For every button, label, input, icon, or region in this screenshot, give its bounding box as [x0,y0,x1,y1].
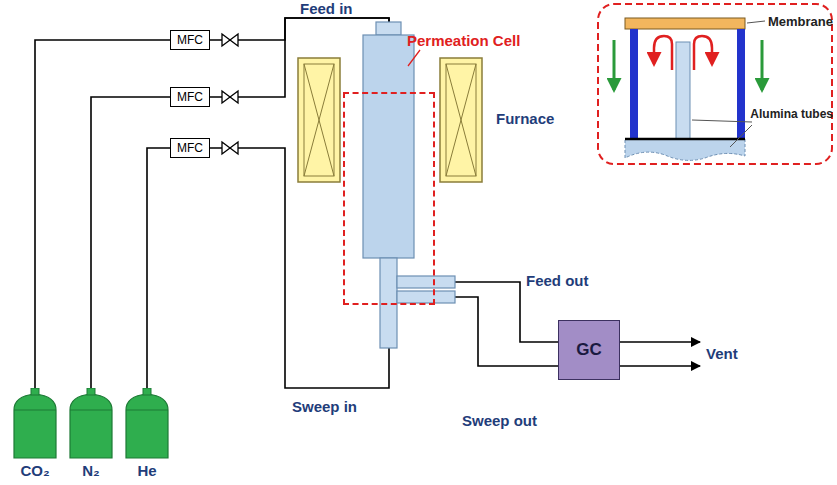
furnace-block [440,58,482,182]
cylinder-shape [126,410,168,411]
text-label: Feed out [526,272,589,289]
cylinder-shape [70,394,112,458]
cylinder-valve [87,388,95,395]
cylinder-shape [14,410,56,411]
cylinder-shape [122,388,172,460]
node-label: N₂ [82,462,100,479]
text-label: Vent [706,345,738,362]
node-label: MFC [171,141,209,155]
text-label: Sweep in [292,398,357,415]
furnace-block [304,64,334,176]
cell-body [363,35,414,258]
inner-alumina-tube [676,42,690,140]
node-label: CO₂ [20,462,49,479]
mfc-box: MFC [170,138,210,158]
cell-cap [376,22,401,35]
gas-cylinder: CO₂ [10,388,60,479]
gc-box: GC [558,320,620,380]
text-label: Sweep out [462,412,537,429]
node-label: MFC [171,33,209,47]
valve-symbol [222,91,238,103]
tube-base [625,139,745,160]
text-label: Furnace [496,110,554,127]
node-label: MFC [171,90,209,104]
mfc-box: MFC [170,30,210,50]
callout-label: Permeation Cell [407,32,520,49]
pipe-line [91,97,170,388]
cylinder-shape [14,394,56,458]
cylinder-shape [10,388,60,460]
text-label: Membrane [768,13,833,30]
cylinder-shape [66,388,116,460]
outlet-tube [397,276,455,288]
vent-arrow [620,365,700,367]
outer-alumina-tube [630,29,638,139]
furnace-block [298,58,340,182]
leader-line [730,125,752,147]
valve-symbol [222,142,238,154]
pipe-line [210,148,389,388]
outlet-tube [397,291,455,303]
tube-base [625,138,745,141]
furnace-block [446,64,476,176]
cylinder-shape [70,410,112,411]
leader-line [692,120,752,122]
cell-stem [380,258,397,348]
node-label: He [137,462,156,479]
valve-symbol [222,34,238,46]
gas-cylinder: N₂ [66,388,116,479]
outer-alumina-tube [737,29,745,139]
flow-arrow [761,40,764,90]
vent-arrow [620,341,700,343]
cylinder-valve [143,388,151,395]
membrane-disc [625,18,745,29]
flow-arrow [694,36,712,70]
leader-line [408,50,420,66]
permeation-cell: Permeation Cell [343,92,435,305]
flow-arrow [654,36,672,70]
text-label: Alumina tubes [750,106,833,123]
pipe-line [35,40,170,388]
cylinder-valve [31,388,39,395]
flow-arrow [613,40,616,90]
cylinder-shape [126,394,168,458]
node-label: GC [576,340,602,360]
mfc-box: MFC [170,87,210,107]
gas-cylinder: He [122,388,172,479]
inset-frame [598,4,832,164]
pipe-line [147,148,170,388]
furnace-block [446,64,476,176]
pipe-line [435,297,558,366]
leader-line [747,21,765,23]
furnace-block [304,64,334,176]
text-label: Feed in [300,0,353,17]
